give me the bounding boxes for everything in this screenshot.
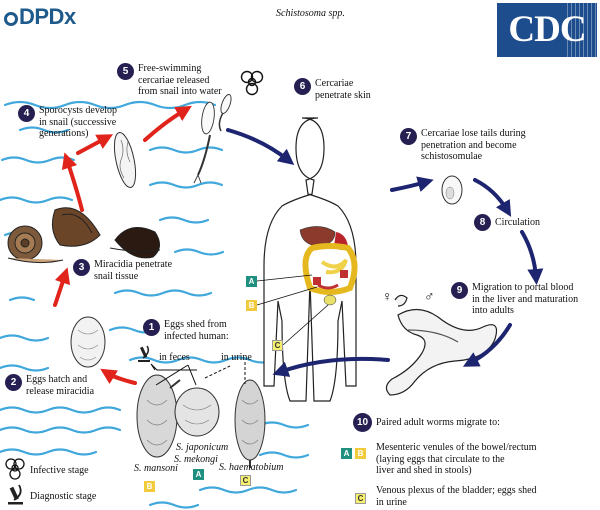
badge-a-body: A <box>246 276 257 287</box>
step-8-number: 8 <box>474 214 491 231</box>
legend-diagnostic-stage: Diagnostic stage <box>30 491 97 502</box>
step-9: 9 Migration to portal blood in the liver… <box>451 282 578 317</box>
step-2-number: 2 <box>5 374 22 391</box>
badge-pointer-lines <box>256 274 329 346</box>
step-5-number: 5 <box>117 63 134 80</box>
badge-a-destination: A <box>341 448 352 459</box>
dpdx-ring-icon <box>4 12 18 26</box>
label-s-mansoni: S. mansoni <box>134 463 178 474</box>
step-4-number: 4 <box>18 105 35 122</box>
label-s-japonicum: S. japonicum <box>176 442 229 453</box>
label-s-mekongi: S. mekongi <box>174 454 218 465</box>
step-2-text: Eggs hatch and release miracidia <box>26 374 95 397</box>
step-4: 4 Sporocysts develop in snail (successiv… <box>18 105 117 140</box>
step-5: 5 Free-swimming cercariae released from … <box>117 63 222 98</box>
microscope-icon <box>138 345 150 362</box>
step-6: 6 Cercariae penetrate skin <box>294 78 371 101</box>
badge-b-destination: B <box>355 448 366 459</box>
badge-c-haematobium: C <box>240 475 251 486</box>
label-in-urine: in urine <box>221 352 252 363</box>
legend-biohazard-icon <box>5 458 25 480</box>
step-9-text: Migration to portal blood in the liver a… <box>472 282 579 316</box>
badge-b-mansoni: B <box>144 481 155 492</box>
step-1-number: 1 <box>143 319 160 336</box>
destination-c: C <box>355 488 366 506</box>
destination-c-text: Venous plexus of the bladder; eggs shed … <box>376 485 537 508</box>
step-1-text: Eggs shed from infected human: <box>164 319 229 342</box>
cercariae-drawing <box>193 94 232 184</box>
step-8: 8 Circulation <box>474 214 540 231</box>
male-symbol: ♂ <box>424 290 435 305</box>
step-6-number: 6 <box>294 78 311 95</box>
step-3: 3 Miracidia penetrate snail tissue <box>73 259 172 282</box>
badge-a-japonicum: A <box>193 469 204 480</box>
dpdx-logo: DPDx <box>4 4 76 30</box>
badge-c-body: C <box>272 340 283 351</box>
label-in-feces: in feces <box>159 352 190 363</box>
female-symbol: ♀ <box>382 290 393 305</box>
step-5-text: Free-swimming cercariae released from sn… <box>138 63 222 97</box>
legend-infective-stage: Infective stage <box>30 465 89 476</box>
destination-a-b-text: Mesenteric venules of the bowel/rectum (… <box>376 442 537 476</box>
step-3-text: Miracidia penetrate snail tissue <box>94 259 173 282</box>
water-waves <box>0 100 310 509</box>
step-4-text: Sporocysts develop in snail (successive … <box>39 105 118 139</box>
step-10: 10 Paired adult worms migrate to: <box>353 413 500 432</box>
step-7-text: Cercariae lose tails during penetration … <box>421 128 526 162</box>
step-10-text: Paired adult worms migrate to: <box>376 417 500 428</box>
step-1: 1 Eggs shed from infected human: <box>143 319 229 342</box>
badge-c-destination: C <box>355 493 366 504</box>
organs <box>299 226 358 306</box>
miracidium-drawing <box>70 316 106 368</box>
legend-microscope-icon <box>8 484 23 505</box>
step-7: 7 Cercariae lose tails during penetratio… <box>400 128 526 163</box>
step-9-number: 9 <box>451 282 468 299</box>
step-3-number: 3 <box>73 259 90 276</box>
step-10-number: 10 <box>353 413 372 432</box>
sporocyst-drawing <box>113 132 137 188</box>
cdc-logo: CDC <box>497 3 597 57</box>
blue-arrows <box>226 128 544 377</box>
badge-b-body: B <box>246 300 257 311</box>
adult-worms-drawing <box>385 294 498 396</box>
snail-shells <box>7 207 161 264</box>
human-body <box>263 117 357 402</box>
label-s-haematobium: S. haematobium <box>219 462 284 473</box>
eggs-drawing <box>136 374 266 468</box>
red-arrows <box>53 105 192 385</box>
diagram-title: Schistosoma spp. <box>276 8 345 19</box>
step-2: 2 Eggs hatch and release miracidia <box>5 374 94 397</box>
step-8-text: Circulation <box>495 217 540 228</box>
step-6-text: Cercariae penetrate skin <box>315 78 371 101</box>
biohazard-icon <box>240 70 264 96</box>
egg-connector-lines <box>150 362 246 386</box>
step-7-number: 7 <box>400 128 417 145</box>
